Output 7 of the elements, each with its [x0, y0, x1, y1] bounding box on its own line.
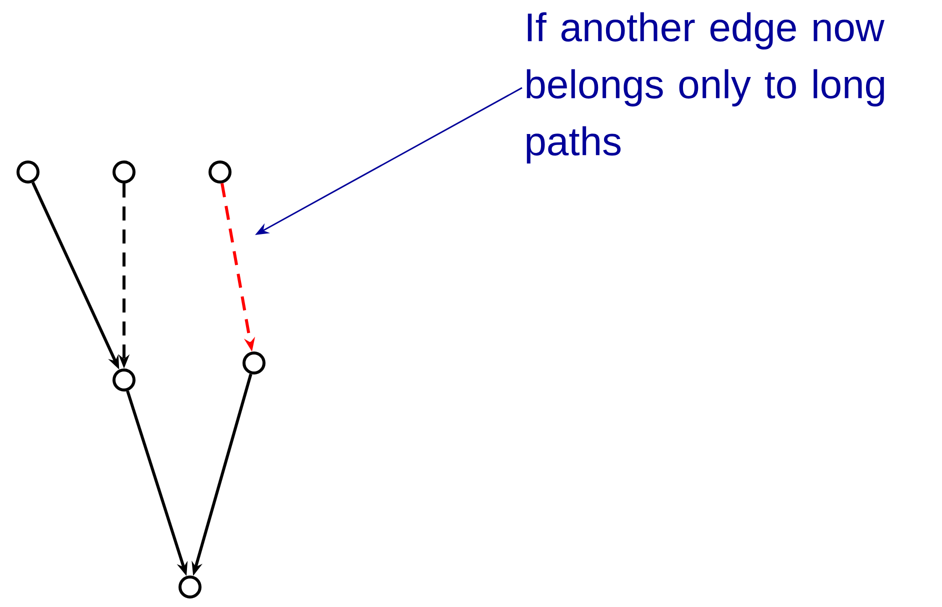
circle-node [16, 160, 40, 184]
circle-node [112, 160, 136, 184]
circle-node [242, 352, 266, 374]
circle-node [208, 160, 232, 184]
circle-node [178, 576, 202, 598]
note-text: If another edge now belongs only to long paths [526, 12, 884, 164]
circle-node [112, 368, 136, 392]
